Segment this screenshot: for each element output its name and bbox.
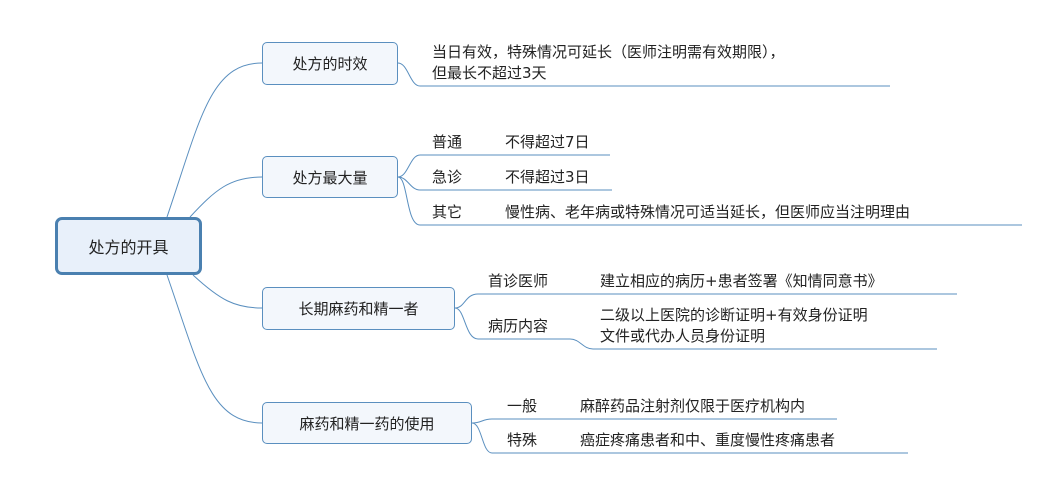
leaf-value: 麻醉药品注射剂仅限于医疗机构内 (580, 397, 806, 415)
branch-node-long-term[interactable]: 长期麻药和精一者 (262, 287, 455, 330)
connector-root-b3 (166, 274, 263, 424)
leaf-label: 普通 (432, 133, 463, 151)
leaf-label: 特殊 (507, 431, 538, 449)
leaf-label: 急诊 (432, 168, 463, 186)
connector-root-b2 (192, 274, 263, 309)
connector-b2-leaf0 (454, 293, 957, 309)
connector-b0-leaf (397, 62, 890, 87)
connector-b2-leaf1 (454, 307, 937, 350)
leaf-value: 建立相应的病历+患者签署《知情同意书》 (600, 272, 883, 290)
connector-b1-leaf2 (397, 176, 1022, 226)
leaf-label: 首诊医师 (488, 272, 549, 290)
leaf-value: 不得超过7日 (505, 133, 590, 151)
leaf-value: 文件或代办人员身份证明 (600, 327, 766, 345)
leaf-label: 病历内容 (488, 317, 549, 335)
connector-root-b0 (166, 62, 263, 218)
connector-b1-leaf1 (397, 176, 612, 191)
connector-b3-leaf1 (471, 422, 908, 454)
leaf-text: 当日有效，特殊情况可延长（医师注明需有效期限）， (432, 43, 785, 61)
leaf-value: 二级以上医院的诊断证明+有效身份证明 (600, 306, 868, 324)
root-node[interactable]: 处方的开具 (55, 217, 202, 275)
connector-root-b1 (189, 176, 263, 218)
branch-node-validity[interactable]: 处方的时效 (262, 42, 398, 85)
leaf-value: 不得超过3日 (505, 168, 590, 186)
leaf-label: 一般 (507, 397, 538, 415)
branch-node-usage[interactable]: 麻药和精一药的使用 (262, 402, 472, 444)
leaf-text: 但最长不超过3天 (432, 64, 547, 82)
connector-b1-leaf0 (397, 154, 610, 178)
leaf-value: 癌症疼痛患者和中、重度慢性疼痛患者 (580, 431, 836, 449)
branch-node-max-amount[interactable]: 处方最大量 (262, 156, 398, 198)
leaf-value: 慢性病、老年病或特殊情况可适当延长，但医师应当注明理由 (505, 203, 911, 221)
connector-b3-leaf0 (471, 418, 837, 424)
leaf-label: 其它 (432, 203, 463, 221)
